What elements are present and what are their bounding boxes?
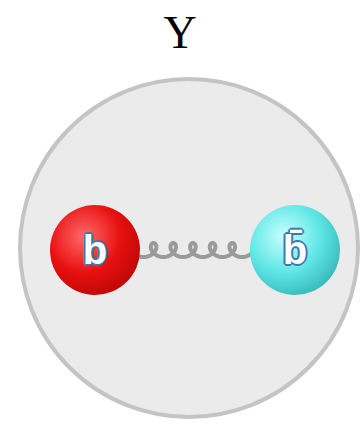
meson-circle	[20, 79, 358, 417]
anti-bottom-quark: b̄	[250, 205, 340, 295]
quark-label: b̄	[283, 230, 307, 270]
title: Υ	[0, 6, 360, 59]
gluon-spring	[131, 243, 254, 257]
quark-label: b	[83, 230, 107, 270]
bottom-quark: b	[50, 205, 140, 295]
